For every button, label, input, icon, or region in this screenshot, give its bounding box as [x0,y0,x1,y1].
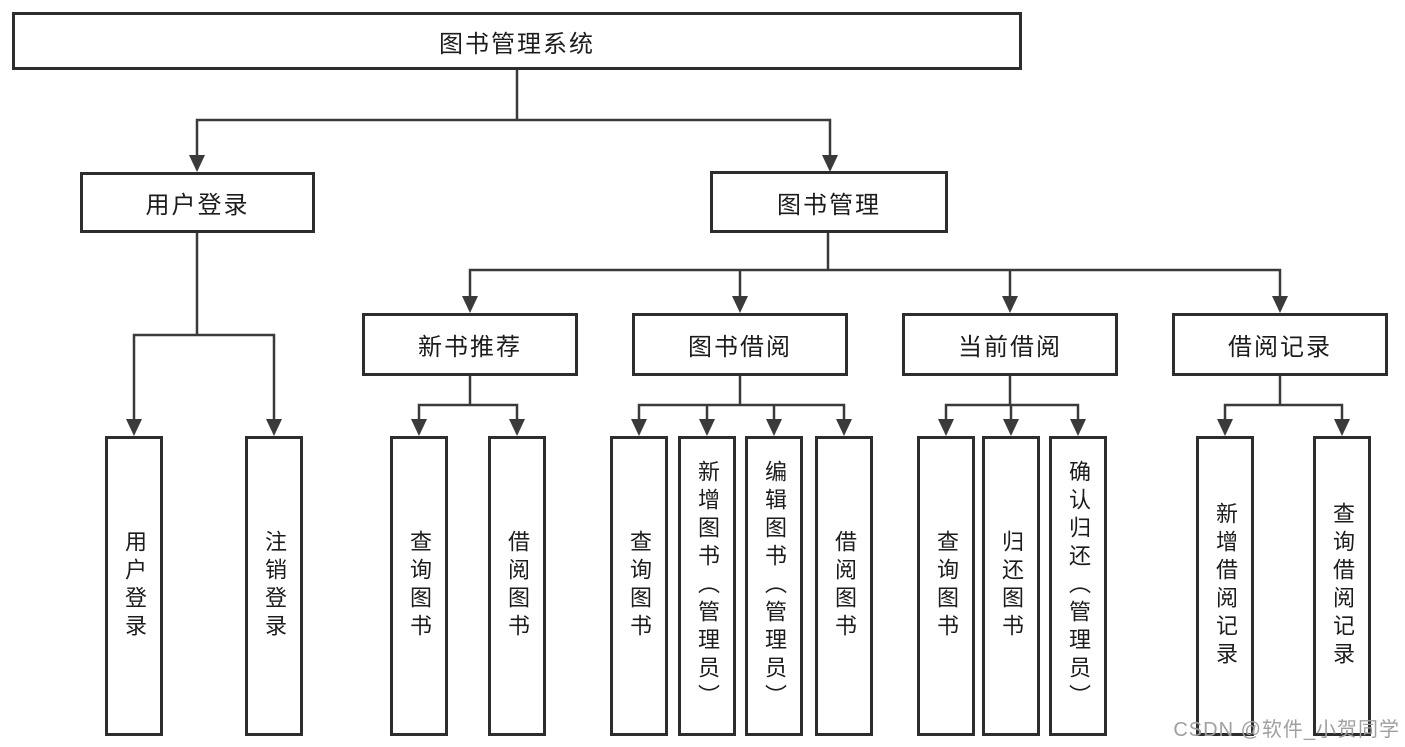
node-library-system-label: 图书管理系统 [439,30,595,58]
leaf-user-login-label: 用户登录 [122,530,147,642]
leaf-add-borrow-record: 新增借阅记录 [1196,436,1254,736]
leaf-recommend-query-book: 查询图书 [390,436,448,736]
leaf-borrow-query-book: 查询图书 [610,436,668,736]
leaf-return-book-label: 归还图书 [999,530,1024,642]
leaf-edit-book-admin: 编辑图书（管理员） [745,436,803,736]
node-book-borrow-label: 图书借阅 [688,334,792,361]
node-current-borrow: 当前借阅 [902,313,1118,376]
leaf-logout: 注销登录 [245,436,303,736]
node-library-system: 图书管理系统 [12,12,1022,70]
leaf-recommend-query-book-label: 查询图书 [407,530,432,642]
leaf-add-book-admin-label: 新增图书（管理员） [695,460,720,712]
node-current-borrow-label: 当前借阅 [958,334,1062,361]
node-book-management-label: 图书管理 [777,191,881,219]
leaf-current-query-book: 查询图书 [917,436,975,736]
csdn-watermark: CSDN @软件_小贺同学 [1173,719,1400,741]
leaf-return-book: 归还图书 [982,436,1040,736]
leaf-add-borrow-record-label: 新增借阅记录 [1213,502,1238,670]
leaf-confirm-return-admin: 确认归还（管理员） [1049,436,1107,736]
leaf-user-login: 用户登录 [105,436,163,736]
node-borrow-records: 借阅记录 [1172,313,1388,376]
leaf-logout-label: 注销登录 [262,530,287,642]
leaf-query-borrow-record: 查询借阅记录 [1313,436,1371,736]
node-user-login: 用户登录 [80,172,315,233]
leaf-recommend-borrow-book: 借阅图书 [488,436,546,736]
leaf-recommend-borrow-book-label: 借阅图书 [505,530,530,642]
leaf-confirm-return-admin-label: 确认归还（管理员） [1066,460,1091,712]
leaf-borrow-book: 借阅图书 [815,436,873,736]
leaf-borrow-query-book-label: 查询图书 [627,530,652,642]
leaf-query-borrow-record-label: 查询借阅记录 [1330,502,1355,670]
node-user-login-label: 用户登录 [145,192,250,219]
node-new-book-recommend-label: 新书推荐 [418,334,522,361]
node-book-borrow: 图书借阅 [632,313,848,376]
node-book-management: 图书管理 [710,171,948,233]
node-new-book-recommend: 新书推荐 [362,313,578,376]
leaf-borrow-book-label: 借阅图书 [832,530,857,642]
leaf-current-query-book-label: 查询图书 [934,530,959,642]
leaf-add-book-admin: 新增图书（管理员） [678,436,736,736]
node-borrow-records-label: 借阅记录 [1228,334,1332,361]
leaf-edit-book-admin-label: 编辑图书（管理员） [762,460,787,712]
